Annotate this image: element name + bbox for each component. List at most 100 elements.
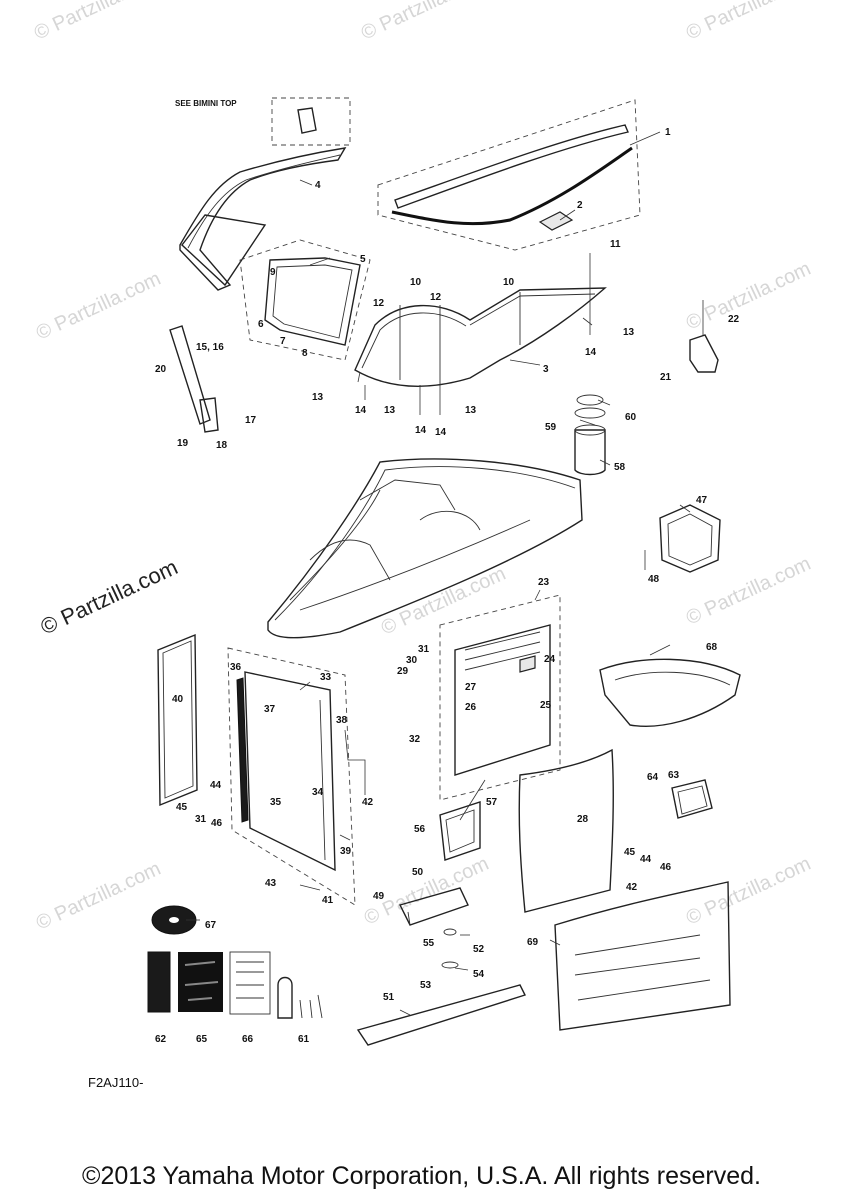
part-rub-rail xyxy=(377,99,641,251)
callout: 3 xyxy=(543,364,549,375)
callout: 31 xyxy=(418,644,430,655)
callout: 1 xyxy=(665,127,671,138)
callout: 21 xyxy=(660,372,672,383)
callout: 10 xyxy=(503,277,515,288)
part-vent xyxy=(659,504,721,573)
callout: 14 xyxy=(435,427,447,438)
callout-labels: SEE BIMINI TOP 1 2 4 5 9 6 7 8 10 12 10 … xyxy=(155,99,740,1045)
callout: 27 xyxy=(465,682,477,693)
watermark: © Partzilla.com xyxy=(378,563,509,640)
callout: 46 xyxy=(211,818,223,829)
callout: 64 xyxy=(647,772,659,783)
part-step xyxy=(356,928,526,1046)
watermark: © Partzilla.com xyxy=(33,268,164,345)
callout: 62 xyxy=(155,1034,167,1045)
part-large-panel xyxy=(554,881,731,1031)
callout: 55 xyxy=(423,938,435,949)
callout: 36 xyxy=(230,662,242,673)
copyright-notice: ©2013 Yamaha Motor Corporation, U.S.A. A… xyxy=(82,1162,761,1190)
callout: 19 xyxy=(177,438,189,449)
callout: 14 xyxy=(415,425,427,436)
callout: 37 xyxy=(264,704,276,715)
callout: 57 xyxy=(486,797,498,808)
callout: 44 xyxy=(210,780,222,791)
callout: 32 xyxy=(409,734,421,745)
callout: 52 xyxy=(473,944,485,955)
callout: 15, 16 xyxy=(196,342,224,353)
part-bin xyxy=(439,801,481,861)
callout: 5 xyxy=(360,254,366,265)
callout: 9 xyxy=(270,267,276,278)
callout: 65 xyxy=(196,1034,208,1045)
callout: 10 xyxy=(410,277,422,288)
part-cup-holder xyxy=(574,394,606,476)
callout: 41 xyxy=(322,895,334,906)
callout: 44 xyxy=(640,854,652,865)
callout: 56 xyxy=(414,824,426,835)
part-block xyxy=(398,887,469,926)
callout: 47 xyxy=(696,495,708,506)
callout: 51 xyxy=(383,992,395,1003)
callout: 60 xyxy=(625,412,637,423)
callout: 26 xyxy=(465,702,477,713)
part-gasket xyxy=(157,633,198,807)
callout: 59 xyxy=(545,422,557,433)
callout: 12 xyxy=(373,298,385,309)
callout: 48 xyxy=(648,574,660,585)
callout: 33 xyxy=(320,672,332,683)
callout: 11 xyxy=(610,239,621,250)
callout: 12 xyxy=(430,292,442,303)
callout: 28 xyxy=(577,814,589,825)
watermark: © Partzilla.com xyxy=(683,853,814,930)
watermark-main: © Partzilla.com xyxy=(37,554,182,639)
callout: 50 xyxy=(412,867,424,878)
callout: 67 xyxy=(205,920,217,931)
part-window-pane xyxy=(239,239,371,361)
callout: 45 xyxy=(624,847,636,858)
callout: 61 xyxy=(298,1034,310,1045)
callout: 43 xyxy=(265,878,277,889)
part-manuals xyxy=(147,951,323,1019)
callout: 7 xyxy=(280,336,286,347)
watermark: © Partzilla.com xyxy=(31,0,162,45)
callout: 2 xyxy=(577,200,583,211)
see-bimini-note: SEE BIMINI TOP xyxy=(175,99,237,108)
callout: 40 xyxy=(172,694,184,705)
part-windshield-frame xyxy=(179,97,351,291)
callout: 69 xyxy=(527,937,539,948)
boat-hull xyxy=(267,458,583,639)
callout: 13 xyxy=(465,405,477,416)
callout: 8 xyxy=(302,348,308,359)
callout: 30 xyxy=(406,655,418,666)
callout: 23 xyxy=(538,577,550,588)
leader-lines xyxy=(186,131,691,1016)
callout: 49 xyxy=(373,891,385,902)
watermark: © Partzilla.com xyxy=(33,858,164,935)
part-box xyxy=(671,779,713,819)
callout: 13 xyxy=(312,392,324,403)
watermark: © Partzilla.com xyxy=(683,258,814,335)
callout: 63 xyxy=(668,770,680,781)
watermark: © Partzilla.com xyxy=(683,553,814,630)
part-seal xyxy=(518,748,614,913)
callout: 13 xyxy=(384,405,396,416)
callout: 20 xyxy=(155,364,167,375)
part-hinge-door xyxy=(227,647,356,906)
part-seat-cushion xyxy=(599,658,741,727)
part-bracket xyxy=(689,300,719,373)
callout: 42 xyxy=(626,882,638,893)
part-side-curtains xyxy=(354,287,607,387)
callout: 58 xyxy=(614,462,626,473)
callout: 22 xyxy=(728,314,740,325)
callout: 66 xyxy=(242,1034,254,1045)
callout: 45 xyxy=(176,802,188,813)
callout: 31 xyxy=(195,814,207,825)
callout: 38 xyxy=(336,715,348,726)
callout: 46 xyxy=(660,862,672,873)
diagram-code: F2AJ110- xyxy=(88,1075,143,1090)
callout: 29 xyxy=(397,666,409,677)
callout: 53 xyxy=(420,980,432,991)
callout: 17 xyxy=(245,415,257,426)
callout: 13 xyxy=(623,327,635,338)
